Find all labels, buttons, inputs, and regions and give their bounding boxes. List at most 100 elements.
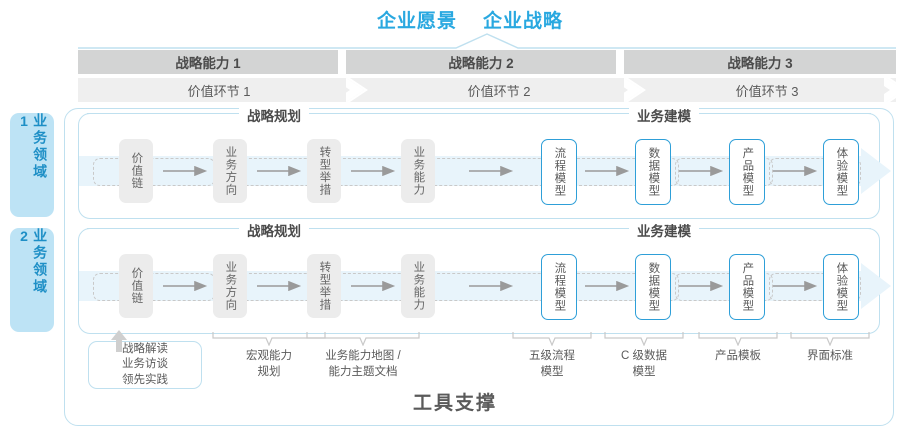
value-chain-segment-2[interactable]: 价值环节 2 xyxy=(360,78,638,102)
chevron-notch-icon-2 xyxy=(624,78,646,102)
chevron-notch-icon-3 xyxy=(884,78,908,102)
node-product-model-2-label: 产品模型 xyxy=(741,262,754,312)
value-chain-segment-1[interactable]: 价值环节 1 xyxy=(78,78,360,102)
node-business-capability-2[interactable]: 业务能力 xyxy=(401,254,435,318)
value-chain-segment-3-label: 价值环节 3 xyxy=(735,83,799,99)
section-line-planning-right-2 xyxy=(329,228,599,229)
domain-row-2: 战略规划 业务建模 价值链 业务方向 转型举措 业务能力 流程模型 数据模型 产… xyxy=(78,220,891,334)
node-process-model-1[interactable]: 流程模型 xyxy=(541,139,577,205)
header-titles: 企业愿景 企业战略 xyxy=(330,5,610,33)
section-label-modeling-2: 业务建模 xyxy=(629,220,699,240)
sidebar-item-domain-1[interactable]: 业务领域 1 xyxy=(10,113,54,217)
node-value-chain-2-label: 价值链 xyxy=(130,267,143,305)
tool-box-strategy-interpretation[interactable]: 战略解读 业务访谈 领先实践 xyxy=(88,341,202,389)
node-transformation-2[interactable]: 转型举措 xyxy=(307,254,341,318)
brace-icon-4 xyxy=(604,332,684,346)
arrow-up-icon xyxy=(111,330,127,352)
capability-segment-2[interactable]: 战略能力 2 xyxy=(346,50,616,74)
node-process-model-2-label: 流程模型 xyxy=(553,262,566,312)
sidebar-item-domain-1-label: 业务领域 1 xyxy=(16,113,49,181)
node-business-direction-1[interactable]: 业务方向 xyxy=(213,139,247,203)
capability-segment-3-label: 战略能力 3 xyxy=(727,56,793,71)
node-data-model-1[interactable]: 数据模型 xyxy=(635,139,671,205)
chevron-notch-icon-1 xyxy=(346,78,368,102)
node-process-model-2[interactable]: 流程模型 xyxy=(541,254,577,320)
section-label-planning-1: 战略规划 xyxy=(239,105,309,125)
tool-support-container xyxy=(64,108,894,426)
tool-label-product-template: 产品模板 xyxy=(715,350,761,362)
arrow-icon-2-7 xyxy=(773,281,818,291)
node-business-direction-2[interactable]: 业务方向 xyxy=(213,254,247,318)
brace-icon-6 xyxy=(790,332,870,346)
value-chain-bar: 价值环节 1 价值环节 2 价值环节 3 xyxy=(78,78,908,102)
section-label-planning-2: 战略规划 xyxy=(239,220,309,240)
capability-bar: 战略能力 1 战略能力 2 战略能力 3 xyxy=(78,50,896,74)
tool-label-capability-map: 业务能力地图 / 能力主题文档 xyxy=(325,350,401,378)
arrow-icon-1-5 xyxy=(585,166,630,176)
tool-label-five-level-process: 五级流程 模型 xyxy=(529,350,575,378)
capability-segment-2-label: 战略能力 2 xyxy=(448,56,514,71)
node-value-chain-2[interactable]: 价值链 xyxy=(119,254,153,318)
footer-title: 工具支撑 xyxy=(412,393,497,414)
node-experience-model-2[interactable]: 体验模型 xyxy=(823,254,859,320)
arrow-icon-2-2 xyxy=(257,281,302,291)
domain-row-1: 战略规划 业务建模 价值链 业务方向 转型举措 业务能力 流程模型 数据模型 xyxy=(78,105,891,219)
value-chain-segment-1-label: 价值环节 1 xyxy=(187,83,251,99)
node-experience-model-1-label: 体验模型 xyxy=(835,147,848,197)
node-value-chain-1[interactable]: 价值链 xyxy=(119,139,153,203)
node-product-model-1[interactable]: 产品模型 xyxy=(729,139,765,205)
tool-label-ui-standard: 界面标准 xyxy=(807,350,853,362)
node-process-model-1-label: 流程模型 xyxy=(553,147,566,197)
section-line-planning-right-1 xyxy=(329,113,599,114)
funnel-connector-icon xyxy=(78,33,896,49)
section-line-planning-left-2 xyxy=(87,228,237,229)
arrow-icon-1-2 xyxy=(257,166,302,176)
node-product-model-1-label: 产品模型 xyxy=(741,147,754,197)
node-transformation-2-label: 转型举措 xyxy=(318,261,331,311)
sidebar-item-domain-2[interactable]: 业务领域 2 xyxy=(10,228,54,332)
brace-icon-5 xyxy=(698,332,778,346)
section-line-modeling-right-1 xyxy=(719,113,871,114)
track-pill-1-6 xyxy=(675,158,773,186)
node-data-model-2-label: 数据模型 xyxy=(647,262,660,312)
node-experience-model-1[interactable]: 体验模型 xyxy=(823,139,859,205)
track-pill-2-7 xyxy=(769,273,861,301)
arrow-icon-1-1 xyxy=(163,166,208,176)
arrow-icon-1-4 xyxy=(469,166,514,176)
arrow-icon-1-6 xyxy=(679,166,724,176)
node-data-model-2[interactable]: 数据模型 xyxy=(635,254,671,320)
tool-label-macro-capability: 宏观能力 规划 xyxy=(246,350,292,378)
arrow-icon-2-3 xyxy=(351,281,396,291)
arrow-icon-2-6 xyxy=(679,281,724,291)
title-enterprise-vision: 企业愿景 xyxy=(376,10,457,32)
brace-icon-2 xyxy=(306,332,420,346)
section-line-planning-left-1 xyxy=(87,113,237,114)
node-transformation-1-label: 转型举措 xyxy=(318,146,331,196)
node-business-capability-1[interactable]: 业务能力 xyxy=(401,139,435,203)
capability-segment-1[interactable]: 战略能力 1 xyxy=(78,50,338,74)
tool-label-c-level-data: C 级数据 模型 xyxy=(621,350,667,378)
arrow-icon-2-1 xyxy=(163,281,208,291)
node-experience-model-2-label: 体验模型 xyxy=(835,262,848,312)
node-business-capability-1-label: 业务能力 xyxy=(412,146,425,196)
value-chain-segment-2-label: 价值环节 2 xyxy=(467,83,531,99)
node-business-direction-2-label: 业务方向 xyxy=(224,261,237,311)
node-product-model-2[interactable]: 产品模型 xyxy=(729,254,765,320)
arrow-icon-1-3 xyxy=(351,166,396,176)
section-label-modeling-1: 业务建模 xyxy=(629,105,699,125)
sidebar-item-domain-2-label: 业务领域 2 xyxy=(16,228,49,296)
capability-segment-3[interactable]: 战略能力 3 xyxy=(624,50,896,74)
node-transformation-1[interactable]: 转型举措 xyxy=(307,139,341,203)
arrow-icon-1-7 xyxy=(773,166,818,176)
title-enterprise-strategy: 企业战略 xyxy=(483,10,564,32)
node-value-chain-1-label: 价值链 xyxy=(130,152,143,190)
track-pill-1-7 xyxy=(769,158,861,186)
arrow-icon-2-4 xyxy=(469,281,514,291)
node-data-model-1-label: 数据模型 xyxy=(647,147,660,197)
arrow-icon-2-5 xyxy=(585,281,630,291)
node-business-direction-1-label: 业务方向 xyxy=(224,146,237,196)
section-line-modeling-right-2 xyxy=(719,228,871,229)
value-chain-segment-3[interactable]: 价值环节 3 xyxy=(638,78,896,102)
track-pill-2-6 xyxy=(675,273,773,301)
